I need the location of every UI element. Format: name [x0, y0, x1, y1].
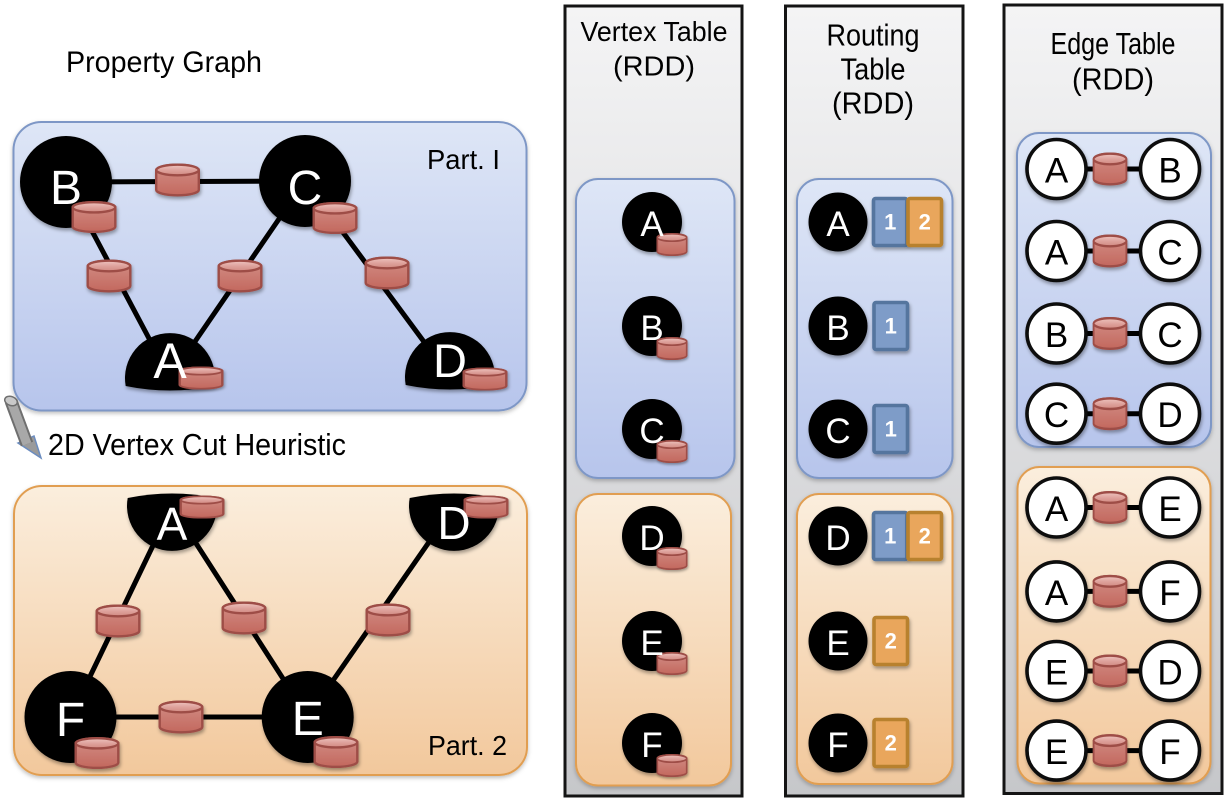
svg-text:A: A — [826, 205, 850, 244]
svg-text:B: B — [640, 309, 663, 348]
svg-text:1: 1 — [884, 210, 896, 235]
svg-text:2: 2 — [919, 210, 931, 235]
svg-text:Routing: Routing — [827, 18, 920, 53]
svg-text:Property Graph: Property Graph — [66, 46, 262, 79]
svg-text:E: E — [1045, 654, 1068, 693]
svg-text:F: F — [827, 726, 848, 765]
svg-text:E: E — [640, 624, 663, 663]
svg-text:E: E — [292, 693, 324, 746]
svg-text:(RDD): (RDD) — [1072, 62, 1154, 97]
svg-text:Part. 2: Part. 2 — [428, 730, 507, 761]
svg-text:E: E — [1045, 733, 1068, 772]
svg-text:2: 2 — [885, 629, 897, 654]
svg-text:F: F — [641, 726, 662, 765]
svg-text:C: C — [1157, 234, 1182, 273]
svg-text:A: A — [157, 498, 188, 550]
svg-text:A: A — [1045, 234, 1069, 273]
svg-text:C: C — [825, 412, 850, 451]
svg-text:(RDD): (RDD) — [832, 86, 914, 121]
svg-text:B: B — [1045, 316, 1068, 355]
svg-text:C: C — [288, 162, 323, 215]
svg-text:E: E — [826, 624, 849, 663]
svg-text:D: D — [639, 519, 664, 558]
svg-text:A: A — [640, 205, 664, 244]
svg-text:E: E — [1158, 490, 1181, 529]
svg-text:2D Vertex Cut Heuristic: 2D Vertex Cut Heuristic — [48, 427, 346, 462]
svg-text:C: C — [1157, 316, 1182, 355]
svg-text:Part. I: Part. I — [427, 144, 500, 175]
svg-text:D: D — [433, 334, 467, 387]
svg-text:1: 1 — [885, 417, 897, 442]
svg-text:Table: Table — [841, 52, 906, 87]
svg-text:Vertex Table: Vertex Table — [581, 16, 728, 47]
svg-text:A: A — [153, 333, 187, 389]
svg-text:B: B — [826, 309, 849, 348]
svg-text:1: 1 — [884, 524, 896, 549]
svg-text:D: D — [825, 519, 850, 558]
svg-text:D: D — [437, 497, 470, 549]
svg-text:C: C — [639, 412, 664, 451]
svg-text:B: B — [1158, 152, 1181, 191]
svg-text:A: A — [1045, 490, 1069, 529]
svg-text:F: F — [56, 694, 85, 747]
svg-text:B: B — [50, 162, 82, 215]
svg-text:C: C — [1044, 396, 1069, 435]
svg-text:F: F — [1159, 733, 1180, 772]
svg-text:Edge Table: Edge Table — [1051, 26, 1176, 61]
svg-text:A: A — [1045, 574, 1069, 613]
svg-text:A: A — [1045, 152, 1069, 191]
svg-text:(RDD): (RDD) — [613, 51, 695, 82]
svg-text:F: F — [1159, 574, 1180, 613]
svg-text:2: 2 — [885, 731, 897, 756]
svg-text:D: D — [1157, 654, 1182, 693]
svg-text:2: 2 — [919, 524, 931, 549]
svg-text:1: 1 — [885, 314, 897, 339]
svg-text:D: D — [1157, 396, 1182, 435]
